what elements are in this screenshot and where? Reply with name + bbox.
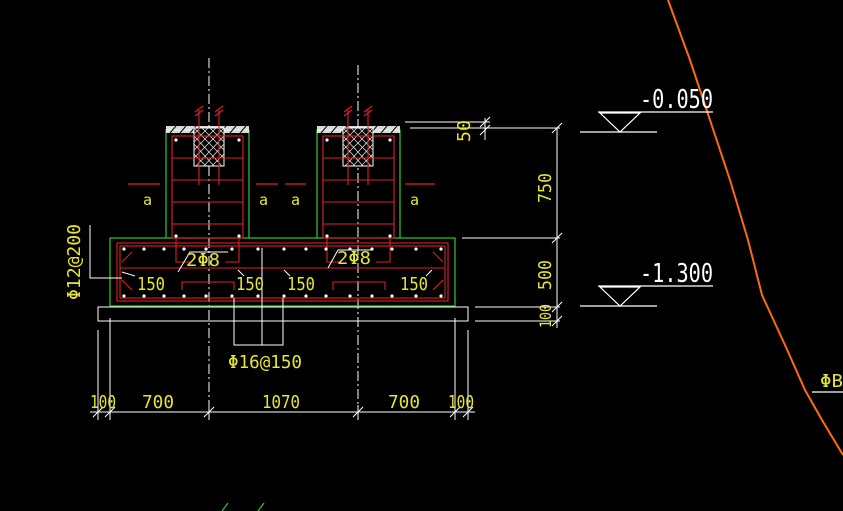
dim-left-700: 700 — [142, 392, 174, 413]
label-150-1: 150 — [137, 274, 165, 295]
rebar-dot — [182, 294, 186, 298]
elevation-markers — [580, 111, 843, 393]
label-stirrup-left: 2Φ8 — [186, 250, 220, 271]
rebar-dot — [348, 294, 352, 298]
rebar-dots — [122, 138, 443, 298]
section-mark-a2: a — [259, 191, 268, 209]
rebar-dot — [174, 138, 178, 142]
section-mark-a3: a — [291, 191, 300, 209]
rebar-dot — [256, 247, 260, 251]
elevation-top: -0.050 — [640, 85, 713, 115]
rebar-dot — [142, 247, 146, 251]
rebar-dot — [122, 294, 126, 298]
rebar-dot — [325, 138, 329, 142]
rebar-dot — [237, 138, 241, 142]
rebar-dot — [256, 294, 260, 298]
rebar-dot — [439, 247, 443, 251]
rebar-dot — [439, 294, 443, 298]
label-side-bar: Φ12@200 — [64, 224, 85, 300]
elevation-bottom: -1.300 — [640, 259, 713, 289]
rebar-dot — [122, 247, 126, 251]
rebar-dot — [142, 294, 146, 298]
label-150-4: 150 — [400, 274, 428, 295]
dim-left-100: 100 — [90, 392, 116, 413]
rebar-dot — [325, 234, 329, 238]
section-mark-a4: a — [410, 191, 419, 209]
dim-750: 750 — [535, 173, 556, 203]
label-150-2: 150 — [236, 274, 264, 295]
rebar-dot — [204, 247, 208, 251]
rebar-dot — [304, 247, 308, 251]
dim-50: 50 — [454, 120, 475, 142]
rebar-dot — [324, 294, 328, 298]
rebar-dot — [230, 247, 234, 251]
anchor-boxes — [193, 127, 374, 167]
rebar-dot — [204, 294, 208, 298]
dim-mid-1070: 1070 — [262, 392, 300, 413]
centerlines — [208, 58, 359, 420]
rebar-dot — [282, 294, 286, 298]
dim-500: 500 — [535, 260, 556, 290]
rebar-dot — [182, 247, 186, 251]
dim-right-100: 100 — [448, 392, 474, 413]
rebar-dot — [414, 247, 418, 251]
rebar-dot — [370, 294, 374, 298]
rebar-dot — [282, 247, 286, 251]
rebar-dot — [324, 247, 328, 251]
dimension-lines — [89, 116, 563, 420]
label-stirrup-right: 2Φ8 — [337, 248, 371, 269]
slope-line — [667, 0, 843, 456]
label-150-3: 150 — [287, 274, 315, 295]
dim-right-700: 700 — [388, 392, 420, 413]
rebar-dot — [162, 294, 166, 298]
rebar-dot — [304, 294, 308, 298]
section-mark-a1: a — [143, 191, 152, 209]
rebar-dot — [388, 138, 392, 142]
label-bottom-bar: Φ16@150 — [228, 352, 302, 373]
rebar-dot — [390, 247, 394, 251]
rebar-dot — [237, 234, 241, 238]
rebar-dot — [162, 247, 166, 251]
rebar — [116, 105, 449, 302]
rebar-dot — [230, 294, 234, 298]
rebar-dot — [414, 294, 418, 298]
dim-100-vertical: 100 — [536, 304, 555, 328]
rebar-dot — [390, 294, 394, 298]
rebar-dot — [388, 234, 392, 238]
rebar-dot — [174, 234, 178, 238]
section-title-fragment — [221, 502, 265, 511]
label-edge: ΦB — [820, 371, 843, 392]
